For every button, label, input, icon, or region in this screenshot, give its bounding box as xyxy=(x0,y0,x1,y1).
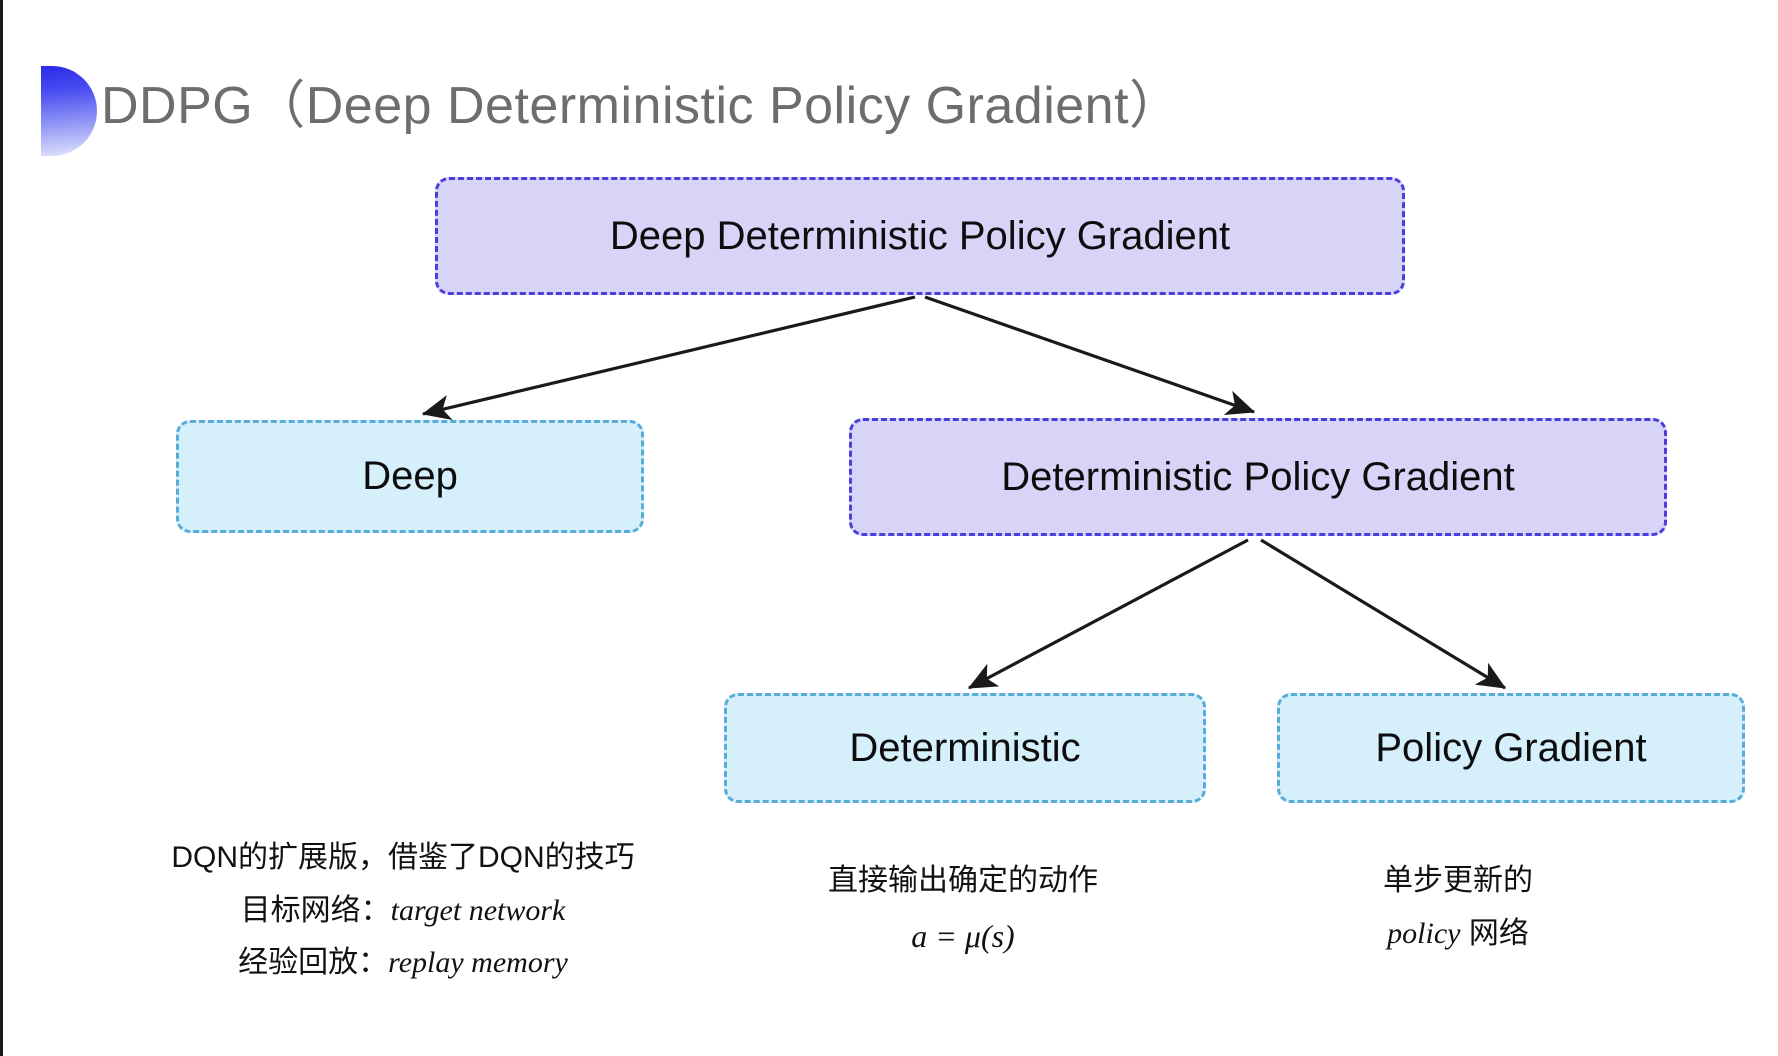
caption-deterministic-line1: 直接输出确定的动作 xyxy=(828,864,1098,897)
node-label: Deep Deterministic Policy Gradient xyxy=(609,213,1231,258)
node-label: Deterministic Policy Gradient xyxy=(1001,454,1515,499)
caption-deep-line3: 经验回放：replay memory xyxy=(93,937,713,990)
edge-root-to-dpg xyxy=(924,295,1256,416)
caption-policy-gradient-term: policy xyxy=(1387,916,1461,950)
caption-deep-line1: DQN的扩展版，借鉴了DQN的技巧 xyxy=(171,841,635,874)
node-label: Policy Gradient xyxy=(1375,725,1647,770)
caption-deep-line2-label: 目标网络： xyxy=(240,893,391,927)
node-policy-gradient[interactable]: Policy Gradient xyxy=(1277,693,1745,803)
edge-dpg-to-deterministic xyxy=(967,538,1249,690)
caption-policy-gradient-line1: 单步更新的 xyxy=(1383,864,1533,897)
node-deep-deterministic-policy-gradient[interactable]: Deep Deterministic Policy Gradient xyxy=(435,177,1405,295)
node-label: Deterministic xyxy=(849,725,1081,770)
node-label: Deep xyxy=(362,454,458,498)
page-title: DDPG（Deep Deterministic Policy Gradient） xyxy=(101,77,1182,135)
edge-dpg-to-policy-gradient xyxy=(1260,538,1507,690)
caption-policy-gradient-line2: policy 网络 xyxy=(1243,908,1673,961)
caption-policy-gradient-suffix: 网络 xyxy=(1460,916,1529,950)
edge-root-to-deep xyxy=(421,295,916,421)
title-bullet-semicircle-icon xyxy=(41,66,97,156)
slide-title-bar: DDPG（Deep Deterministic Policy Gradient） xyxy=(3,58,1303,158)
caption-deep-line3-label: 经验回放： xyxy=(238,946,389,979)
caption-policy-gradient: 单步更新的 policy 网络 xyxy=(1243,855,1673,960)
caption-deep-line2: 目标网络：target network xyxy=(93,885,713,938)
caption-deterministic-formula: a = μ(s) xyxy=(911,917,1015,954)
caption-deep-line2-term: target network xyxy=(390,893,566,927)
node-deterministic[interactable]: Deterministic xyxy=(724,693,1206,803)
node-deterministic-policy-gradient[interactable]: Deterministic Policy Gradient xyxy=(849,418,1667,536)
caption-deep-line3-term: replay memory xyxy=(388,946,568,979)
caption-deep: DQN的扩展版，借鉴了DQN的技巧 目标网络：target network 经验… xyxy=(93,832,713,990)
node-deep[interactable]: Deep xyxy=(176,420,644,533)
caption-deterministic: 直接输出确定的动作 a = μ(s) xyxy=(703,855,1223,964)
